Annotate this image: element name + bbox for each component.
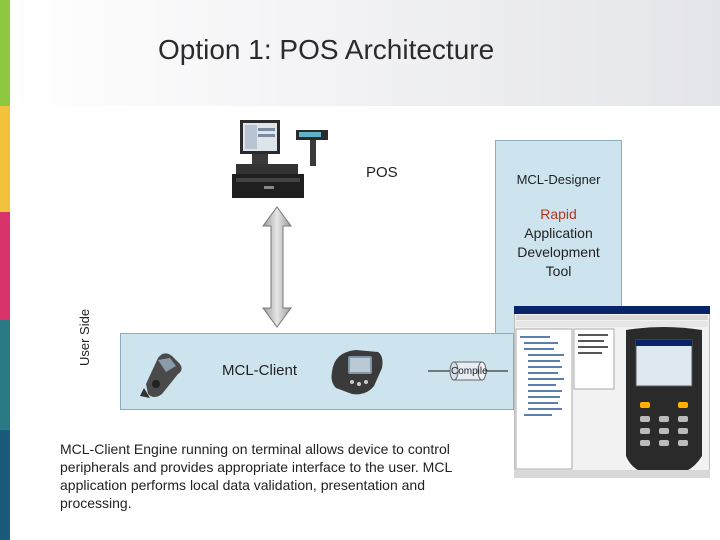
pos-terminal-icon <box>232 120 328 198</box>
mcl-designer-title: MCL-Designer <box>516 172 601 187</box>
mobile-terminal-icon <box>331 350 383 395</box>
desc-line-3: Development <box>517 244 600 260</box>
user-side-label: User Side <box>77 308 92 366</box>
mcl-client-description: MCL-Client Engine running on terminal al… <box>60 441 452 511</box>
slide-title: Option 1: POS Architecture <box>158 34 495 65</box>
mcl-designer-description: Rapid Application Development Tool <box>496 205 621 281</box>
double-arrow-connector <box>262 206 292 328</box>
handheld-scanner-icon <box>140 353 182 398</box>
title-band <box>10 0 720 106</box>
mcl-client-label: MCL-Client <box>222 362 298 379</box>
mcl-designer-screenshot <box>514 306 710 478</box>
desc-line-1: Rapid <box>540 206 577 222</box>
pos-label: POS <box>366 164 398 181</box>
desc-line-4: Tool <box>545 263 572 279</box>
compile-cylinder <box>428 361 508 381</box>
left-color-stripe <box>0 0 10 540</box>
compile-label: Compile <box>451 366 488 377</box>
desc-line-2: Application <box>524 225 593 241</box>
